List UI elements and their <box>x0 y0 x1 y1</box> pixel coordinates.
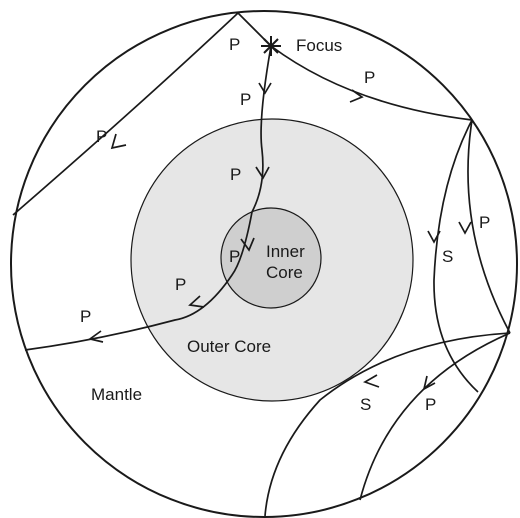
outer-core-label: Outer Core <box>187 337 271 356</box>
wave-label-s-right: S <box>442 247 453 266</box>
wave-label-p-top-right: P <box>364 68 375 87</box>
arrow-p-bottom <box>422 375 436 391</box>
wave-label-p-top-left: P <box>229 35 240 54</box>
ray-p-right <box>467 119 511 334</box>
arrow-p-left-ray <box>110 133 127 150</box>
wave-label-p-bottom: P <box>425 395 436 414</box>
arrow-p-down-1 <box>258 82 272 95</box>
ray-focus-right <box>270 45 473 121</box>
arrow-p-top-right <box>349 89 364 103</box>
arrow-s-bottom <box>362 374 380 388</box>
arrow-p-exit-2 <box>87 330 104 343</box>
focus-label: Focus <box>296 36 342 55</box>
wave-label-p-down-2: P <box>230 165 241 184</box>
arrow-p-down-2 <box>255 166 270 180</box>
wave-label-p-inner: P <box>229 247 240 266</box>
arrow-s-right <box>427 230 441 244</box>
wave-label-p-right: P <box>479 213 490 232</box>
ray-p-bottom <box>359 332 511 501</box>
ray-s-right <box>433 119 479 393</box>
wave-label-s-bottom: S <box>360 395 371 414</box>
ray-focus-through-core <box>24 45 272 351</box>
inner-core <box>220 207 322 309</box>
wave-label-p-exit-1: P <box>175 275 186 294</box>
ray-top-left-to-left <box>12 12 239 216</box>
arrow-p-inner <box>240 237 255 252</box>
wave-label-p-exit-2: P <box>80 307 91 326</box>
focus-star-icon <box>261 36 281 56</box>
mantle-label: Mantle <box>91 385 142 404</box>
arrow-p-right <box>458 221 472 235</box>
ray-s-bottom <box>264 332 511 517</box>
wave-label-p-left-ray: P <box>96 127 107 146</box>
arrow-p-exit-1 <box>188 295 205 308</box>
wave-label-p-down-1: P <box>240 90 251 109</box>
